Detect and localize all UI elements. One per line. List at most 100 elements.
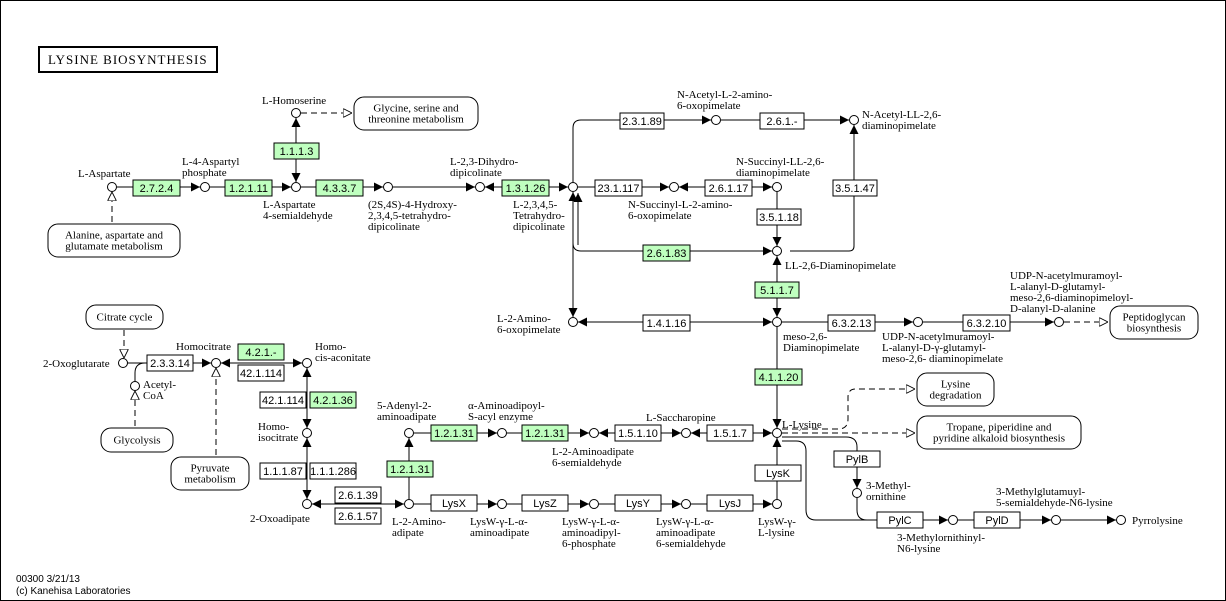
enzyme-box[interactable]: 5.1.1.7 [754,281,800,299]
compound[interactable]: L-Homoserine [262,95,326,118]
enzyme-box[interactable]: 1.3.1.26 [501,179,550,197]
enzyme-box[interactable]: 2.3.1.89 [619,112,665,130]
compound-node[interactable] [852,488,862,498]
enzyme-box[interactable]: 23.1.117 [594,179,643,197]
compound[interactable]: L-Lysine [772,419,822,438]
compound[interactable]: 5-Adenyl-2-aminoadipate [377,400,436,438]
enzyme-box[interactable]: PylD [973,511,1021,529]
enzyme-box[interactable]: PylB [833,450,881,468]
compound-node[interactable] [302,499,312,509]
enzyme-box[interactable]: 4.2.1.- [237,343,285,361]
compound-node[interactable] [772,428,782,438]
compound-node[interactable] [669,182,679,192]
compound[interactable]: 3-Methyl-ornithine [852,480,911,503]
enzyme-box[interactable]: 6.3.2.13 [827,314,876,332]
pathway-map-link[interactable]: Citrate cycle [85,304,164,330]
compound[interactable]: (2S,4S)-4-Hydroxy-2,3,4,5-tetrahydro-dip… [368,182,457,234]
enzyme-box[interactable]: 1.1.1.3 [273,142,320,160]
enzyme-box[interactable]: 1.1.1.87 [259,462,307,480]
enzyme-box[interactable]: 4.1.1.20 [754,368,803,386]
enzyme-box[interactable]: 1.1.1.286 [309,462,357,480]
enzyme-box[interactable]: LysX [430,494,478,512]
compound-node[interactable] [291,108,301,118]
compound-node[interactable] [475,182,485,192]
compound-node[interactable] [107,182,117,192]
enzyme-box[interactable]: 3.5.1.18 [756,208,802,226]
compound-node[interactable] [1054,317,1064,327]
enzyme-box[interactable]: 4.3.3.7 [315,179,364,197]
compound-node[interactable] [302,428,312,438]
compound-node[interactable] [913,317,923,327]
enzyme-box[interactable]: 2.6.1.- [759,112,805,130]
compound[interactable]: L-2-Amino-6-oxopimelate [497,313,578,336]
compound-node[interactable] [948,515,958,525]
compound[interactable]: Pyrrolysine [1116,515,1183,527]
compound[interactable]: 3-Methylglutamuyl-5-semialdehyde-N6-lysi… [996,486,1113,525]
enzyme-box[interactable]: LysK [754,464,802,482]
compound[interactable]: L-Saccharopine [646,412,716,438]
compound[interactable]: Homocitrate [176,341,231,368]
compound-node[interactable] [568,317,578,327]
compound-node[interactable] [681,499,691,509]
compound[interactable]: 2-Oxoadipate [250,499,312,526]
compound-node[interactable] [772,246,782,256]
pathway-map-link[interactable]: Glycolysis [100,427,174,453]
enzyme-box[interactable]: 2.6.1.57 [334,507,382,525]
compound[interactable]: LL-2,6-Diaminopimelate [772,246,896,273]
compound[interactable]: LysW-γ-L-lysine [758,499,796,540]
compound[interactable]: UDP-N-acetylmuramoyl-L-alanyl-D-γ-glutam… [882,317,1003,366]
compound[interactable]: L-2,3,4,5-Tetrahydro-dipicolinate [513,182,578,234]
compound-node[interactable] [383,182,393,192]
enzyme-box[interactable]: 1.2.1.31 [386,460,434,478]
compound-node[interactable] [404,428,414,438]
compound[interactable]: N-Acetyl-LL-2,6-diaminopimelate [849,109,942,132]
compound[interactable]: UDP-N-acetylmuramoyl-L-alanyl-D-glutamyl… [1010,270,1133,327]
compound[interactable]: L-2,3-Dihydro-dipicolinate [450,156,518,192]
enzyme-box[interactable]: 1.2.1.31 [430,424,478,442]
compound[interactable]: Homo-isocitrate [258,421,312,444]
enzyme-box[interactable]: 1.4.1.16 [642,314,691,332]
compound[interactable]: L-2-Amino-adipate [392,499,446,540]
compound[interactable]: LysW-γ-L-α-aminoadipate [470,499,529,540]
enzyme-box[interactable]: 1.2.1.31 [521,424,569,442]
enzyme-box[interactable]: 2.6.1.17 [704,179,753,197]
compound[interactable]: N-Succinyl-LL-2,6-diaminopimelate [736,156,825,192]
enzyme-box[interactable]: 1.5.1.10 [614,424,662,442]
compound[interactable]: meso-2,6-Diaminopimelate [772,317,860,355]
enzyme-box[interactable]: 6.3.2.10 [962,314,1011,332]
compound-node[interactable] [681,428,691,438]
enzyme-box[interactable]: 2.6.1.39 [334,486,382,504]
compound[interactable]: L-Aspartate [78,168,131,192]
compound-node[interactable] [1051,515,1061,525]
compound-node[interactable] [200,182,210,192]
compound-node[interactable] [772,182,782,192]
compound-node[interactable] [711,115,721,125]
enzyme-box[interactable]: LysJ [706,494,754,512]
compound-node[interactable] [589,499,599,509]
compound-node[interactable] [291,182,301,192]
compound[interactable]: N-Acetyl-L-2-amino-6-oxopimelate [677,89,773,125]
compound-node[interactable] [772,499,782,509]
compound-node[interactable] [497,428,507,438]
enzyme-box[interactable]: 42.1.114 [237,364,285,382]
compound-node[interactable] [772,317,782,327]
compound-node[interactable] [302,358,312,368]
compound-node[interactable] [130,381,140,391]
enzyme-box[interactable]: LysZ [521,494,569,512]
compound-node[interactable] [1116,515,1126,525]
compound-node[interactable] [497,499,507,509]
compound-node[interactable] [404,499,414,509]
enzyme-box[interactable]: 1.5.1.7 [706,424,754,442]
enzyme-box[interactable]: 42.1.114 [259,391,307,409]
enzyme-box[interactable]: 3.5.1.47 [832,179,878,197]
enzyme-box[interactable]: PylC [876,511,924,529]
